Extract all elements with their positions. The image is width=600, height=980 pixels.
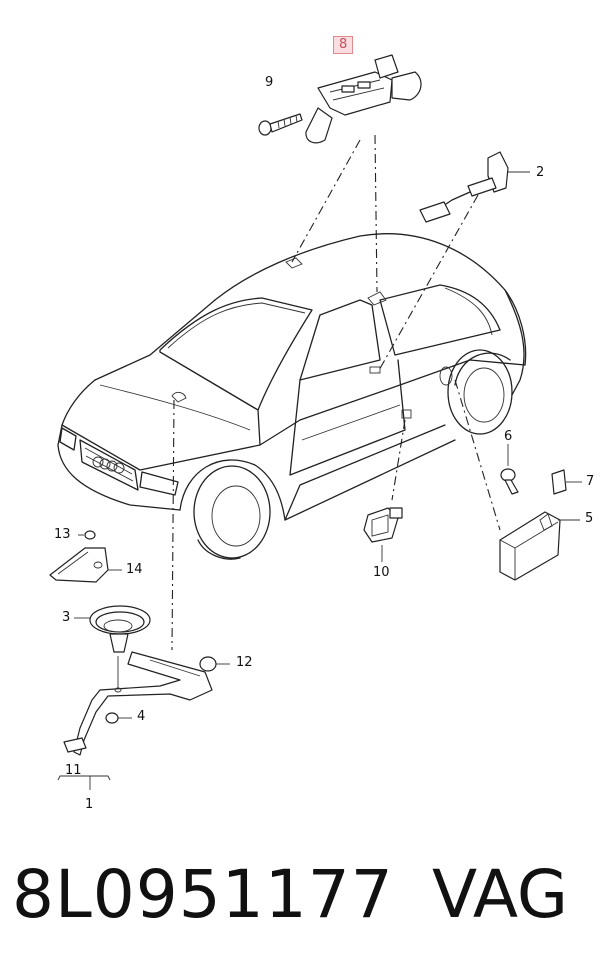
audi-rings-logo-icon	[92, 456, 125, 474]
part-6-screw	[500, 444, 519, 495]
part-9-screw	[258, 113, 303, 136]
car-body	[57, 233, 527, 560]
callout-13: 13	[54, 527, 71, 542]
callout-2: 2	[536, 165, 545, 180]
part-12-nut	[199, 656, 230, 672]
callout-9: 9	[265, 75, 274, 90]
callout-7: 7	[586, 474, 595, 489]
callout-6: 6	[504, 429, 513, 444]
part-8-assembly	[305, 54, 422, 144]
part-14-bracket	[49, 547, 122, 583]
callout-10: 10	[373, 565, 390, 580]
exploded-view-drawing	[49, 54, 582, 790]
part-3-horn	[74, 605, 151, 653]
part-13-nut	[78, 530, 96, 540]
part-5-control-unit	[499, 511, 580, 581]
part-1-bracket	[73, 651, 213, 756]
callout-14: 14	[126, 562, 143, 577]
callout-12: 12	[236, 655, 253, 670]
callout-1: 1	[85, 797, 94, 812]
part-4-nut	[105, 712, 132, 724]
part-10-connector	[363, 507, 403, 562]
group-bracket-1	[57, 775, 111, 790]
part-number: 8L0951177	[12, 856, 394, 933]
callout-8: 8	[333, 36, 354, 54]
part-11-pad	[63, 737, 87, 753]
callout-4: 4	[137, 709, 146, 724]
brand-label: VAG	[432, 856, 569, 933]
callout-3: 3	[62, 610, 71, 625]
footer: 8L0951177 VAG	[0, 850, 600, 960]
part-7-clip	[551, 469, 582, 495]
callout-5: 5	[585, 511, 594, 526]
leader-lines	[171, 134, 501, 651]
callout-11: 11	[65, 763, 82, 778]
part-2-sensor	[419, 151, 530, 223]
parts-diagram: 8 9 2 6 7 5 10 13 14 3 12 4 11 1	[49, 36, 595, 812]
